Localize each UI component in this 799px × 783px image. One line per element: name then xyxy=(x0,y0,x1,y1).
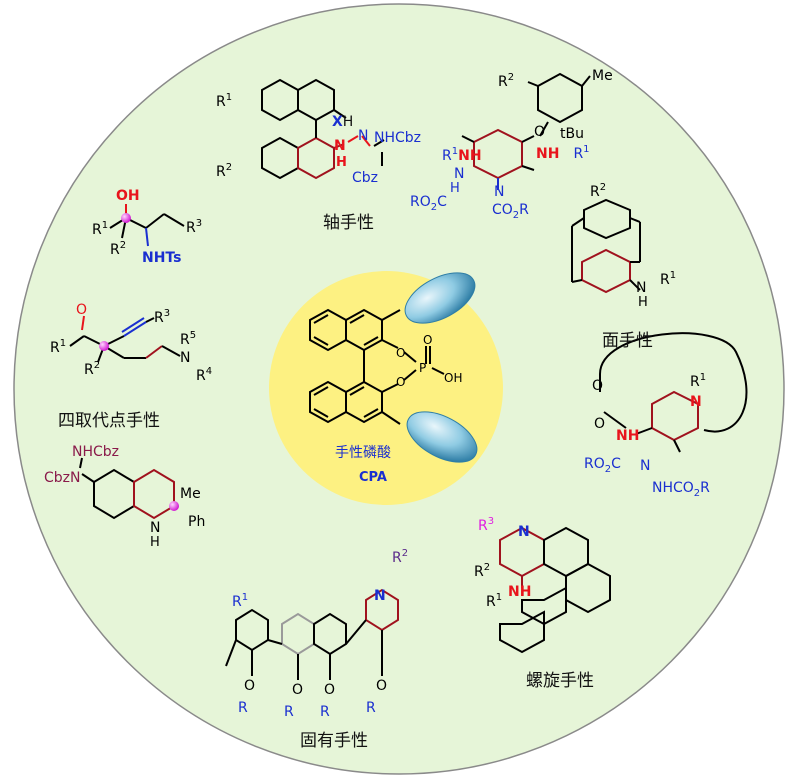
axial-aryl-ether-right xyxy=(461,72,591,190)
quaternary-stereocenter-ball-2 xyxy=(99,341,109,351)
quaternary-stereocenter-ball-1 xyxy=(121,213,131,223)
q3-ph: Ph xyxy=(188,514,205,530)
axial-left-nh-n: N xyxy=(334,138,346,154)
q3-me: Me xyxy=(180,486,201,502)
cpa-upper-substituent-blob xyxy=(404,272,476,324)
p2-ro2c: RO2C xyxy=(584,456,621,475)
i-o4: O xyxy=(376,678,387,694)
label-axial-chirality: 轴手性 xyxy=(323,213,374,233)
helical-azahelicene xyxy=(499,526,611,654)
i-r-1: R xyxy=(238,700,248,716)
catalyst-name-cn: 手性磷酸 xyxy=(335,445,391,461)
axial-left-xh: XH xyxy=(332,114,353,130)
i-r1: R1 xyxy=(232,592,248,610)
axial-right-n-a: N xyxy=(454,166,464,182)
axial-right-r2: R2 xyxy=(498,72,514,90)
i-o3: O xyxy=(324,682,335,698)
axial-left-r1: R1 xyxy=(216,92,232,110)
q1-nhts: NHTs xyxy=(142,250,181,266)
p2-o2: O xyxy=(594,416,605,432)
q3-nh: N xyxy=(150,520,160,536)
label-inherent-chirality: 固有手性 xyxy=(300,731,368,751)
h-n: N xyxy=(518,524,530,540)
axial-left-cbz: Cbz xyxy=(352,170,378,186)
cpa-o2: O xyxy=(396,375,405,389)
i-r-4: R xyxy=(366,700,376,716)
q1-r1: R1 xyxy=(92,220,108,238)
cpa-o1: O xyxy=(396,346,405,360)
q3-nhcbz: NHCbz xyxy=(72,444,119,460)
h-r2: R2 xyxy=(474,562,490,580)
q2-o: O xyxy=(76,302,87,318)
p2-nh: NH xyxy=(616,428,639,444)
quaternary-stereocenter-ball-3 xyxy=(169,501,179,511)
q2-n: N xyxy=(180,350,190,366)
i-o2: O xyxy=(292,682,303,698)
i-o1: O xyxy=(244,678,255,694)
p1-h: H xyxy=(638,295,648,310)
cpa-oh: OH xyxy=(444,371,462,385)
cpa-o3: O xyxy=(423,333,432,347)
q1-r3: R3 xyxy=(186,218,202,236)
q2-r1: R1 xyxy=(50,338,66,356)
q2-r5: R5 xyxy=(180,330,196,348)
planar-macrocycle xyxy=(599,332,748,453)
p2-n2: N xyxy=(640,458,650,474)
label-quaternary-chirality: 四取代点手性 xyxy=(58,411,160,431)
cpa-structure xyxy=(309,308,445,425)
q2-r3: R3 xyxy=(154,308,170,326)
q3-h: H xyxy=(150,535,160,550)
h-r3: R3 xyxy=(478,516,494,534)
i-r-3: R xyxy=(320,704,330,720)
axial-right-ro2c: RO2C xyxy=(410,194,447,213)
p1-n: N xyxy=(636,280,646,296)
p2-nhco2r: NHCO2R xyxy=(652,480,710,499)
axial-right-co2r: CO2R xyxy=(492,202,529,221)
axial-right-n-b: N xyxy=(494,184,504,200)
axial-right-h: H xyxy=(450,181,460,196)
axial-right-o: O xyxy=(534,124,545,140)
i-r-2: R xyxy=(284,704,294,720)
p2-r1: R1 xyxy=(690,372,706,390)
p1-r2: R2 xyxy=(590,182,606,200)
catalyst-name-en: CPA xyxy=(359,470,387,485)
q3-cbzn: CbzN xyxy=(44,470,80,486)
q2-r2: R2 xyxy=(84,360,100,378)
h-nh: NH xyxy=(508,584,531,600)
cpa-p: P xyxy=(419,361,426,375)
p2-o: O xyxy=(592,378,603,394)
h-r1: R1 xyxy=(486,592,502,610)
label-helical-chirality: 螺旋手性 xyxy=(526,671,594,691)
q2-r4: R4 xyxy=(196,366,212,384)
p1-r1: R1 xyxy=(660,270,676,288)
q1-r2: R2 xyxy=(110,240,126,258)
i-r2: R2 xyxy=(392,548,408,566)
axial-right-tbu: tBu xyxy=(560,126,584,142)
axial-left-nh-h: H xyxy=(336,155,347,170)
axial-right-r1nh: R1NH xyxy=(442,146,482,164)
planar-cyclophane xyxy=(571,198,641,294)
inherent-calixarene xyxy=(225,588,399,680)
cpa-lower-substituent-blob xyxy=(406,411,478,463)
i-n: N xyxy=(374,588,386,604)
axial-left-r2: R2 xyxy=(216,162,232,180)
axial-right-me: Me xyxy=(592,68,613,84)
q1-oh: OH xyxy=(116,188,140,204)
axial-left-nhcbz: NHCbz xyxy=(374,130,421,146)
axial-binaphthyl-left xyxy=(261,78,385,180)
label-planar-chirality: 面手性 xyxy=(602,331,653,351)
axial-left-n2: N xyxy=(358,128,368,144)
p2-n: N xyxy=(690,394,702,410)
